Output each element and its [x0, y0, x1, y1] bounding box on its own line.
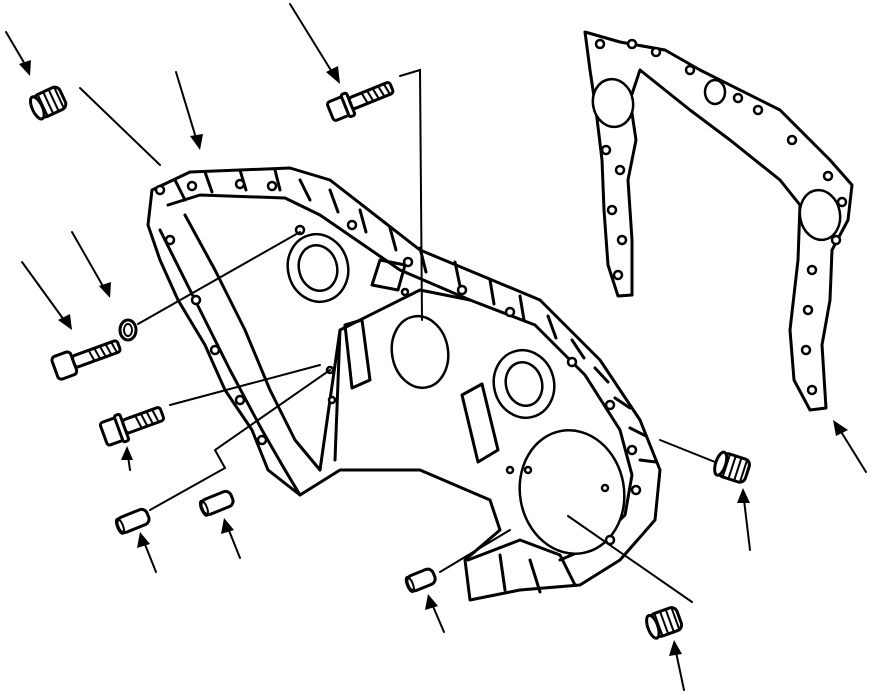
arrow-hex-bolt — [21, 261, 72, 330]
arrow-plug-right — [737, 488, 751, 551]
threaded-plug-bottom-right — [645, 606, 684, 640]
leader-plug-bottom-right — [567, 515, 693, 603]
arrow-plug-top-left — [5, 31, 31, 76]
leader-dowel-3 — [439, 529, 511, 573]
arrow-dowel-1 — [137, 532, 157, 573]
dowel-pin-1 — [114, 507, 151, 535]
threaded-plug-top-left — [29, 85, 68, 121]
leader-plug-top-left — [79, 87, 161, 166]
center-opening — [390, 314, 450, 390]
dowel-pin-2 — [198, 489, 235, 517]
rim-bolt-holes — [154, 178, 642, 546]
leader-lines — [79, 68, 716, 603]
gasket-bore-upper — [591, 77, 635, 129]
arrow-plug-bottom-right — [669, 640, 685, 691]
leader-bolt-lower-left — [169, 364, 321, 406]
snap-ring-washer — [118, 318, 138, 342]
flange-bolt-lower-left — [98, 406, 165, 447]
arrow-gasket — [833, 420, 867, 473]
cover-left-wall — [158, 228, 302, 497]
arrow-bolt-top — [289, 3, 340, 84]
gasket-bolt-holes — [594, 38, 848, 396]
lower-opening — [518, 429, 626, 555]
cover-gasket — [583, 30, 854, 412]
arrow-dowel-3 — [425, 594, 445, 633]
arrow-cover-rim — [175, 71, 203, 150]
seal-bore-right — [492, 349, 556, 419]
threaded-plug-right — [713, 450, 751, 484]
leader-dowel-1 — [149, 369, 331, 511]
arrow-washer — [71, 231, 111, 298]
leader-bolt-top — [399, 68, 423, 321]
face-rib-left — [343, 318, 372, 390]
gasket-bore-lower — [798, 188, 842, 242]
face-rib-upper — [370, 258, 407, 292]
cover-left-wall-inner — [183, 213, 322, 472]
arrow-dowel-2 — [221, 518, 241, 559]
front-cover-housing — [146, 166, 662, 602]
arrow-flange-bolt-lower — [121, 446, 133, 471]
flange-bolt-top — [325, 81, 395, 122]
leader-washer — [137, 231, 301, 325]
face-rib-center — [460, 382, 500, 464]
dowel-pin-3 — [404, 567, 437, 593]
cover-inner-flange — [166, 193, 634, 562]
gasket-bore-middle — [703, 78, 727, 106]
cover-bottom-flange — [466, 538, 577, 594]
callout-arrows — [5, 3, 867, 691]
leader-plug-right — [659, 439, 716, 463]
hex-bolt-left — [50, 339, 122, 381]
seal-bore-upper — [286, 233, 350, 303]
